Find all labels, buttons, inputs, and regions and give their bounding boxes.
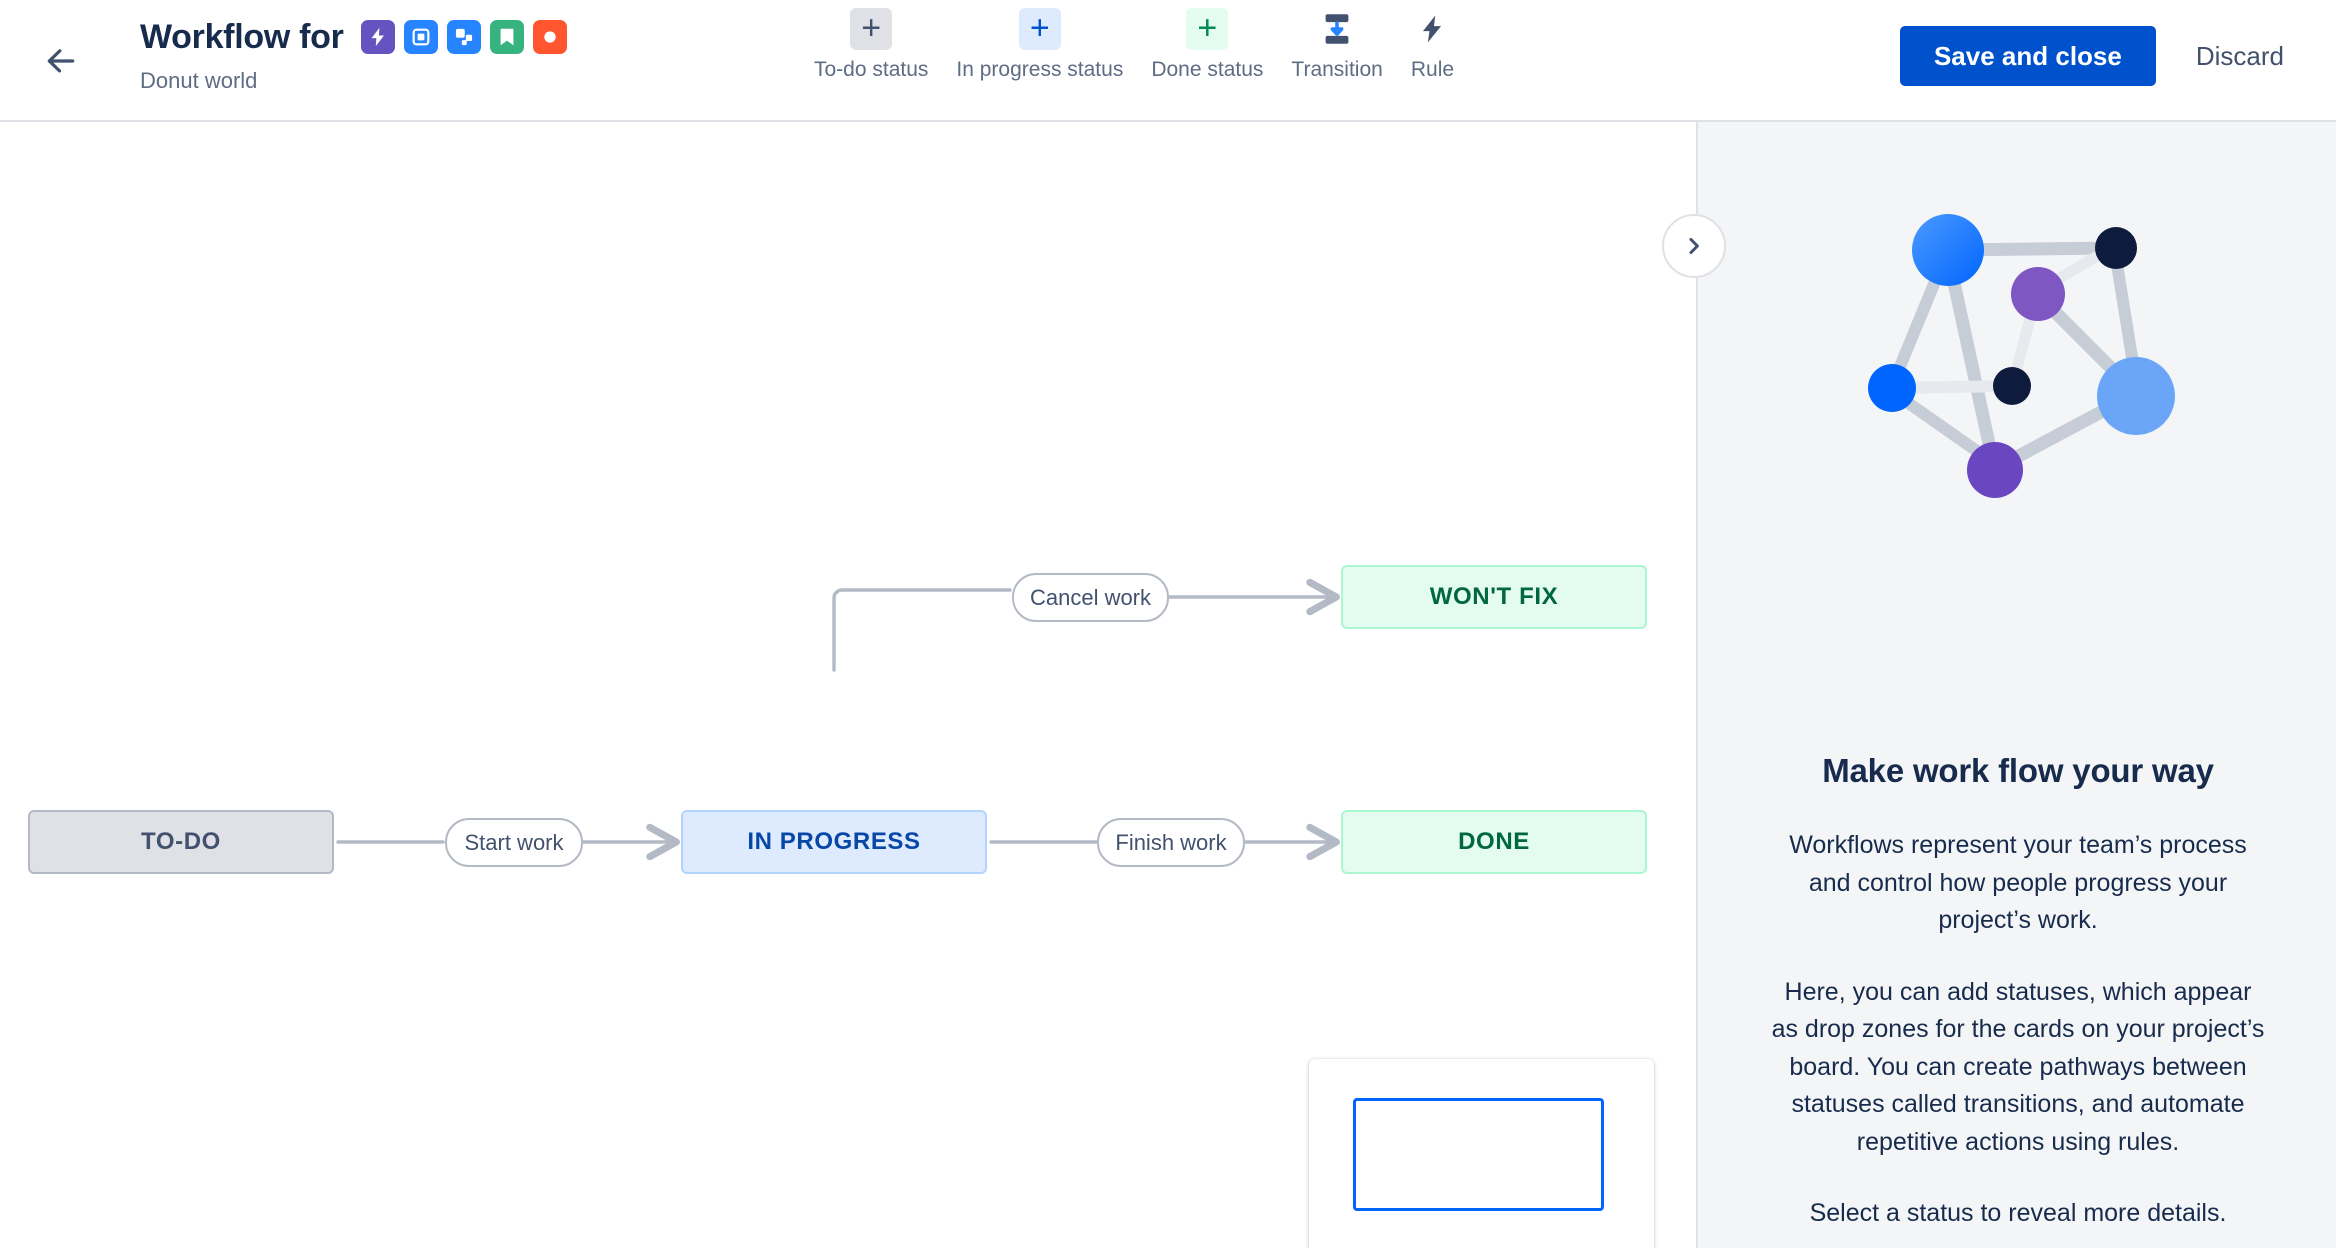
- tool-label: Done status: [1151, 58, 1264, 81]
- minimap-viewport-rect[interactable]: [1353, 1098, 1604, 1211]
- panel-title: Make work flow your way: [1822, 752, 2214, 789]
- circle-icon[interactable]: [532, 20, 567, 54]
- back-button[interactable]: [36, 36, 86, 86]
- tool-label: In progress status: [956, 58, 1124, 81]
- title-block: Workflow for: [140, 14, 567, 92]
- automation-bolt-icon[interactable]: [360, 20, 395, 54]
- tool-label: To-do status: [814, 58, 929, 81]
- canvas-minimap[interactable]: [1309, 1059, 1654, 1248]
- status-node-done[interactable]: DONE: [1341, 810, 1647, 874]
- transition-label-text: Cancel work: [1029, 584, 1152, 610]
- panel-paragraph-3: Select a status to reveal more details.: [1809, 1199, 2227, 1227]
- transition-label-text: Start work: [464, 829, 564, 855]
- workflow-network-illustration: [1868, 214, 2175, 498]
- node-blue-light-large: [2097, 357, 2175, 435]
- page-subtitle: Donut world: [140, 68, 258, 93]
- minimap-viewport-area[interactable]: [1310, 1059, 1654, 1248]
- workflow-canvas[interactable]: TO-DO IN PROGRESS DONE WON'T FIX Start w…: [0, 122, 1696, 1248]
- app-icon-group: [360, 20, 567, 54]
- subtask-glyph: [455, 28, 472, 46]
- bookmark-glyph: [500, 28, 513, 46]
- panel-paragraph-1: Workflows represent your team’s process …: [1789, 831, 2247, 934]
- app-header: Workflow for: [0, 0, 2336, 122]
- transition-label-text: Finish work: [1115, 829, 1227, 855]
- bolt-glyph: [371, 27, 384, 47]
- status-node-wont-fix[interactable]: WON'T FIX: [1341, 565, 1647, 629]
- plus-icon: +: [850, 8, 893, 50]
- tool-label: Rule: [1410, 58, 1455, 81]
- node-navy-tiny: [1993, 367, 2031, 405]
- panel-body: Workflows represent your team’s process …: [1768, 827, 2268, 1233]
- arrow-left-icon: [47, 49, 75, 73]
- transition-label-cancel-work[interactable]: Cancel work: [1012, 573, 1169, 622]
- save-and-close-button[interactable]: Save and close: [1899, 26, 2156, 86]
- panel-paragraph-2: Here, you can add statuses, which appear…: [1771, 977, 2265, 1156]
- square-glyph: [412, 28, 429, 46]
- status-node-label: WON'T FIX: [1429, 583, 1559, 610]
- status-node-label: DONE: [1458, 828, 1530, 855]
- rule-bolt-icon: [1411, 8, 1453, 50]
- panel-collapse-toggle[interactable]: [1662, 214, 1726, 278]
- task-square-icon[interactable]: [403, 20, 438, 54]
- status-node-label: TO-DO: [141, 828, 221, 855]
- bolt-glyph: [1423, 15, 1442, 43]
- plus-icon: +: [1186, 8, 1229, 50]
- illustration-wrap: [1698, 200, 2336, 500]
- node-purple-bottom: [1967, 442, 2023, 498]
- info-side-panel: Make work flow your way Workflows repres…: [1696, 122, 2336, 1248]
- status-node-label: IN PROGRESS: [747, 828, 921, 855]
- status-node-in-progress[interactable]: IN PROGRESS: [681, 810, 987, 874]
- workflow-toolbar: + To-do status + In progress status + Do…: [800, 8, 1468, 80]
- bookmark-icon[interactable]: [489, 20, 524, 54]
- chevron-right-icon: [1689, 238, 1699, 254]
- transition-glyph: [1325, 14, 1349, 44]
- workflow-edges: [336, 578, 1340, 861]
- discard-button[interactable]: Discard: [2190, 26, 2290, 86]
- add-done-status-button[interactable]: + Done status: [1137, 8, 1277, 80]
- plus-icon: +: [1018, 8, 1061, 50]
- edge-inprogress-cancelwork: [832, 588, 1012, 672]
- node-blue-large: [1912, 214, 1984, 286]
- title-row: Workflow for: [140, 14, 567, 60]
- header-actions: Save and close Discard: [1899, 26, 2290, 86]
- node-navy-small: [2095, 227, 2137, 269]
- add-transition-button[interactable]: Transition: [1277, 8, 1396, 80]
- add-rule-button[interactable]: Rule: [1397, 8, 1468, 80]
- circle-glyph: [543, 31, 556, 43]
- add-inprogress-status-button[interactable]: + In progress status: [942, 8, 1137, 80]
- node-blue-mid: [1868, 364, 1916, 412]
- subtask-icon[interactable]: [446, 20, 481, 54]
- status-node-todo[interactable]: TO-DO: [28, 810, 334, 874]
- transition-icon: [1316, 8, 1358, 50]
- transition-label-finish-work[interactable]: Finish work: [1097, 818, 1245, 867]
- node-purple-mid: [2011, 267, 2065, 321]
- tool-label: Transition: [1291, 58, 1383, 81]
- page-title: Workflow for: [140, 18, 344, 56]
- add-todo-status-button[interactable]: + To-do status: [800, 8, 942, 80]
- transition-label-start-work[interactable]: Start work: [445, 818, 583, 867]
